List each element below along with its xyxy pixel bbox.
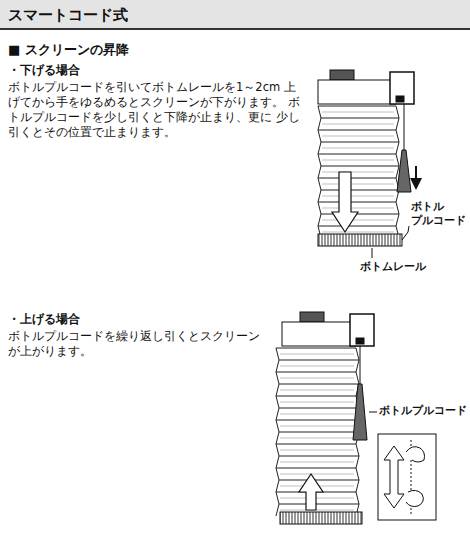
part-label: ボトル プルコード	[411, 200, 467, 228]
instruction-text: ボトルプルコードを引いてボトムレールを1～2cm 上げてから手をゆるめるとスクリ…	[8, 80, 300, 140]
section-heading: ■ スクリーンの昇降	[8, 42, 129, 59]
case-heading: ・下げる場合	[8, 63, 80, 79]
lowering-illustration	[318, 70, 416, 258]
raising-illustration	[276, 312, 436, 524]
part-label: ボトムレール	[360, 260, 426, 274]
part-label: ボトルプルコード	[379, 404, 467, 418]
section-title: スマートコード式	[8, 6, 128, 26]
instruction-text: ボトルプルコードを繰り返し引くとスクリーン が上がります。	[8, 329, 270, 359]
case-heading: ・上げる場合	[8, 312, 80, 328]
